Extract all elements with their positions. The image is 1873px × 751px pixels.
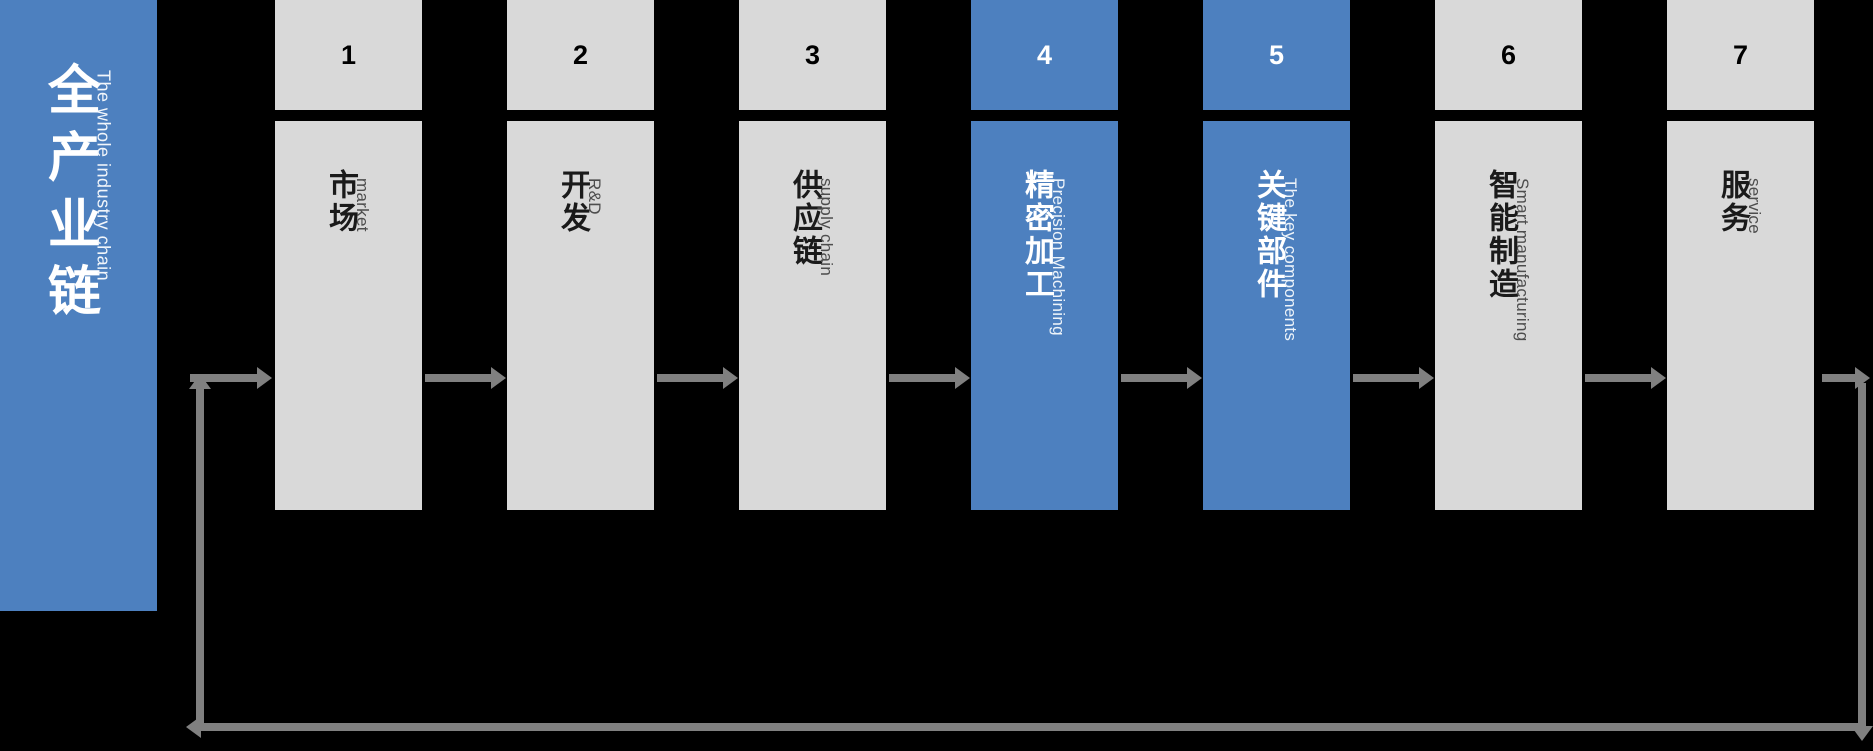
stage-label-en-5: The key components [1281,178,1300,342]
arrow-stage-5-to-6 [1353,367,1434,389]
stage-label-en-1: market [353,178,372,232]
stage-number-3: 3 [739,0,886,110]
stage-body-7: 服务 service [1667,121,1814,510]
feedback-left-vertical [189,374,211,727]
stage-label-en-7: service [1745,178,1764,234]
stage-label-cn-1: 市场 [324,169,357,235]
stage-number-5: 5 [1203,0,1350,110]
stage-body-2: 开发 R&D [507,121,654,510]
arrow-stage-6-to-7 [1585,367,1666,389]
feedback-bottom-line [200,723,1866,731]
stage-label-cn-3: 供应链 [788,169,821,268]
stage-label-cn-5: 关键部件 [1252,169,1285,301]
stage-label-en-2: R&D [585,178,604,215]
stage-label-cn-4: 精密加工 [1020,169,1053,301]
stage-number-2: 2 [507,0,654,110]
stage-label-cn-2: 开发 [556,169,589,235]
stage-body-6: 智能制造 Smart manufacturing [1435,121,1582,510]
exit-arrow [1822,367,1870,389]
stage-number-6: 6 [1435,0,1582,110]
stage-number-7: 7 [1667,0,1814,110]
stage-body-4: 精密加工 Precision Machining [971,121,1118,510]
feedback-right-vertical [1851,383,1873,741]
title-panel-cn: 全产业链 [40,62,100,330]
arrow-stage-2-to-3 [657,367,738,389]
title-panel-en: The whole industry chain [93,70,114,282]
title-panel: 全产业链 The whole industry chain [0,0,157,611]
stage-label-en-3: supply chain [817,178,836,277]
stage-label-en-4: Precision Machining [1049,178,1068,336]
arrow-stage-1-to-2 [425,367,506,389]
stage-number-4: 4 [971,0,1118,110]
stage-body-3: 供应链 supply chain [739,121,886,510]
stage-number-1: 1 [275,0,422,110]
entry-arrow [190,367,272,389]
stage-label-cn-6: 智能制造 [1484,169,1517,301]
stage-label-cn-7: 服务 [1716,169,1749,235]
stage-body-5: 关键部件 The key components [1203,121,1350,510]
arrow-stage-3-to-4 [889,367,970,389]
stage-label-en-6: Smart manufacturing [1513,178,1532,342]
stage-body-1: 市场 market [275,121,422,510]
arrow-stage-4-to-5 [1121,367,1202,389]
